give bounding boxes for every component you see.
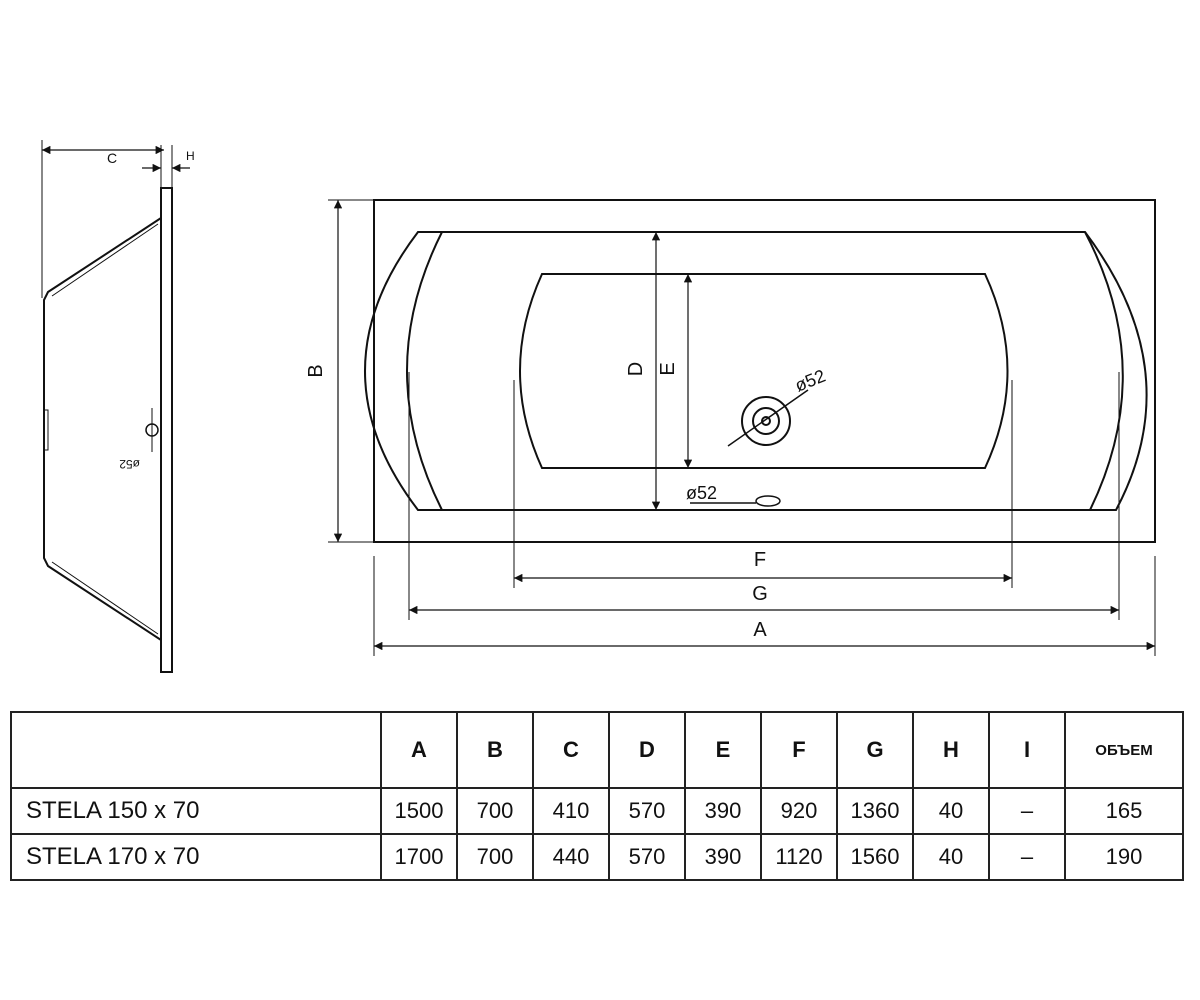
- bottom-panel: [519, 273, 1009, 469]
- bowl-outline: [364, 231, 1148, 511]
- drain-center: [761, 416, 771, 426]
- dim-d-label: D: [625, 362, 647, 376]
- header-h: H: [912, 711, 990, 789]
- table-cell: 165: [1064, 787, 1184, 835]
- table-cell: 570: [608, 833, 686, 881]
- dim-b-label: B: [305, 364, 327, 377]
- bowl-inner-curves: [406, 231, 1124, 511]
- dim-e-label: E: [657, 362, 679, 375]
- side-drain-label: ø52: [119, 457, 140, 471]
- header-g: G: [836, 711, 914, 789]
- overflow-label: ø52: [686, 483, 717, 503]
- row-model: STELA 150 x 70: [10, 787, 382, 835]
- header-d: D: [608, 711, 686, 789]
- table-cell: 570: [608, 787, 686, 835]
- table-cell: 440: [532, 833, 610, 881]
- dim-h-label: H: [186, 149, 195, 163]
- top-view: ø52 ø52 B D E F G A: [305, 199, 1156, 656]
- table-cell: 190: [1064, 833, 1184, 881]
- table-cell: 1120: [760, 833, 838, 881]
- tub-profile: [43, 217, 162, 641]
- row-model: STELA 170 x 70: [10, 833, 382, 881]
- technical-drawing: C H ø52 ø52 ø52 B D: [41, 140, 1156, 673]
- tub-profile-inner: [51, 223, 159, 635]
- table-cell: 1700: [380, 833, 458, 881]
- drain-label: ø52: [792, 366, 828, 396]
- drain-icon: [741, 396, 791, 446]
- table-cell: 410: [532, 787, 610, 835]
- side-wall-detail: [44, 409, 49, 451]
- header-c: C: [532, 711, 610, 789]
- table-cell: 1500: [380, 787, 458, 835]
- header-volume: ОБЪЕМ: [1064, 711, 1184, 789]
- dim-g-label: G: [752, 583, 768, 605]
- drain-inner: [752, 407, 780, 435]
- table-cell: 700: [456, 787, 534, 835]
- table-cell: 1360: [836, 787, 914, 835]
- header-f: F: [760, 711, 838, 789]
- side-view: C H ø52: [41, 140, 195, 673]
- table-row: STELA 170 x 70 1700 700 440 570 390 1120…: [10, 833, 1184, 881]
- table-cell: 390: [684, 787, 762, 835]
- table-cell: 40: [912, 833, 990, 881]
- table-row: STELA 150 x 70 1500 700 410 570 390 920 …: [10, 787, 1184, 835]
- table-cell: 920: [760, 787, 838, 835]
- outer-rim: [373, 199, 1156, 543]
- dim-c-label: C: [107, 150, 117, 166]
- table-cell: –: [988, 833, 1066, 881]
- header-i: I: [988, 711, 1066, 789]
- dim-f-label: F: [754, 549, 766, 571]
- table-cell: 700: [456, 833, 534, 881]
- header-a: A: [380, 711, 458, 789]
- header-e: E: [684, 711, 762, 789]
- drain-leader: [727, 389, 809, 447]
- table-header-row: A B C D E F G H I ОБЪЕМ: [10, 711, 1184, 789]
- dimensions-table: A B C D E F G H I ОБЪЕМ STELA 150 x 70 1…: [10, 711, 1184, 881]
- header-blank: [10, 711, 382, 789]
- rim-section: [160, 187, 173, 673]
- overflow-icon: [755, 495, 781, 507]
- table-cell: 1560: [836, 833, 914, 881]
- table-cell: 390: [684, 833, 762, 881]
- table-cell: –: [988, 787, 1066, 835]
- header-b: B: [456, 711, 534, 789]
- dim-a-label: A: [753, 619, 767, 641]
- table-cell: 40: [912, 787, 990, 835]
